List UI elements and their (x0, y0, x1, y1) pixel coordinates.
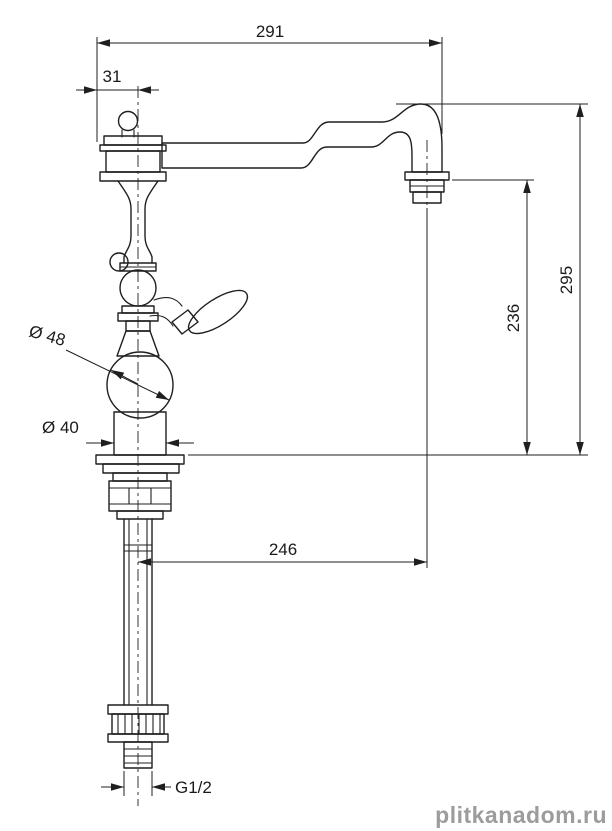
dim-d40-label: Ø 40 (42, 418, 79, 437)
dim-295-label: 295 (557, 266, 576, 294)
base-skirt (102, 463, 180, 474)
dim-outlet-reach: 246 (138, 208, 428, 568)
dim-overall-reach: 291 (96, 22, 443, 142)
dim-d48-arrow-inner (110, 369, 139, 385)
dim-d48-label: Ø 48 (27, 322, 68, 350)
supply-tube-inner (123, 518, 153, 706)
dim-d48-leader (65, 349, 170, 401)
mounting-block (108, 480, 172, 512)
dim-295-extension-lines (188, 103, 588, 456)
watermark: plitkanadom.ru (435, 802, 607, 828)
dim-outlet-height: 236 (452, 179, 534, 455)
base-flange (95, 454, 185, 465)
small-ball (109, 252, 129, 272)
centerlines (137, 86, 428, 806)
dim-inlet-thread: G1/2 (101, 771, 212, 797)
joint-ring-bottom (99, 171, 167, 182)
joint-ring-top (99, 144, 167, 152)
dim-body-diameter: Ø 48 (27, 322, 170, 401)
dim-246-label: 246 (269, 540, 297, 559)
neck-baluster (117, 180, 159, 264)
lock-nut-ribs (117, 713, 161, 735)
supply-tube-outer (123, 518, 153, 706)
dim-31-label: 31 (103, 67, 122, 86)
joint-cap (103, 135, 163, 146)
dim-overall-height: 295 (188, 103, 588, 456)
dim-236-label: 236 (504, 304, 523, 332)
dim-axis-offset: 31 (76, 67, 159, 94)
mounting-block-facets (108, 487, 172, 505)
body-cone (116, 330, 160, 357)
dim-g12-label: G1/2 (175, 778, 212, 797)
handle-grip (187, 289, 249, 335)
dim-base-diameter: Ø 40 (42, 418, 194, 447)
faucet-body (95, 103, 450, 769)
mounting-step (116, 510, 164, 520)
joint-body (105, 150, 161, 173)
handle-ferrule (171, 309, 199, 335)
spout-outline (161, 103, 443, 173)
dim-291-label: 291 (256, 22, 284, 41)
body-sphere (106, 351, 174, 419)
handle-arm (149, 297, 183, 327)
washer (112, 472, 168, 482)
finial-ball (117, 110, 139, 132)
